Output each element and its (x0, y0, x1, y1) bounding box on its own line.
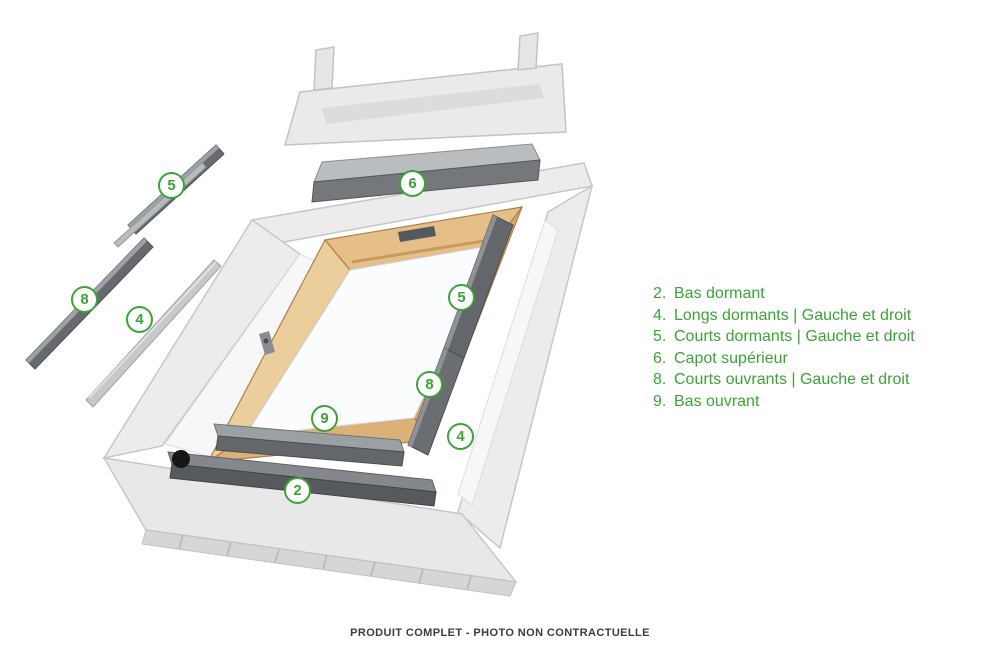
badge-number: 4 (456, 428, 465, 445)
legend-item-label: Bas ouvrant (674, 392, 760, 410)
parts-legend: 2. Bas dormant 4. Longs dormants | Gauch… (653, 283, 915, 413)
legend-item: 6. Capot supérieur (653, 348, 915, 370)
outer-frame-right-rail (457, 184, 594, 550)
legend-item: 8. Courts ouvrants | Gauche et droit (653, 369, 915, 391)
disclaimer-text: PRODUIT COMPLET - PHOTO NON CONTRACTUELL… (350, 627, 650, 639)
legend-item-label: Capot supérieur (674, 349, 788, 367)
badge-number: 4 (135, 311, 144, 328)
bas-ouvrant-bar (213, 423, 405, 467)
badge-5-left: 5 (158, 172, 185, 199)
badge-8-left: 8 (71, 286, 98, 313)
legend-item-number: 4. (653, 306, 667, 324)
frame-lock-pin (263, 338, 269, 344)
badge-4-left: 4 (126, 306, 153, 333)
badge-number: 5 (457, 289, 466, 306)
legend-item-label: Longs dormants | Gauche et droit (674, 306, 912, 324)
top-frame-piece (283, 32, 567, 146)
left-thin-rail (113, 162, 207, 248)
legend-item-number: 8. (653, 371, 667, 389)
sill-ridges (178, 534, 472, 590)
badge-9-bottom: 9 (311, 405, 338, 432)
legend-item-label: Courts dormants | Gauche et droit (674, 328, 915, 346)
badge-6-capot: 6 (399, 170, 426, 197)
outer-frame-left-rail (102, 218, 302, 460)
badge-2-bottom: 2 (284, 477, 311, 504)
right-flashing-lower (407, 347, 465, 456)
badge-8-right: 8 (416, 371, 443, 398)
legend-item: 5. Courts dormants | Gauche et droit (653, 326, 915, 348)
roof-window-exploded-diagram (25, 32, 594, 597)
badge-number: 5 (167, 177, 176, 194)
legend-item: 2. Bas dormant (653, 283, 915, 305)
legend-item: 4. Longs dormants | Gauche et droit (653, 305, 915, 327)
left-part-4 (85, 259, 222, 408)
badge-number: 6 (408, 175, 417, 192)
sill-front-edge (141, 529, 517, 597)
badge-5-right: 5 (448, 284, 475, 311)
top-bracket (398, 226, 436, 242)
legend-item-number: 5. (653, 328, 667, 346)
badge-number: 8 (425, 376, 434, 393)
legend-item-label: Courts ouvrants | Gauche et droit (674, 371, 910, 389)
vent-strip (351, 238, 491, 264)
inner-rail-right (457, 219, 559, 506)
badge-number: 9 (320, 410, 329, 427)
legend-item-number: 9. (653, 392, 667, 410)
badge-4-right: 4 (447, 423, 474, 450)
legend-item: 9. Bas ouvrant (653, 391, 915, 413)
legend-item-number: 6. (653, 349, 667, 367)
badge-number: 2 (293, 482, 302, 499)
legend-item-number: 2. (653, 285, 667, 302)
badge-number: 8 (80, 291, 89, 308)
glass-pane (243, 244, 496, 437)
end-cap (172, 450, 190, 468)
legend-item-label: Bas dormant (674, 285, 765, 302)
capot-superieur-part (311, 143, 541, 203)
